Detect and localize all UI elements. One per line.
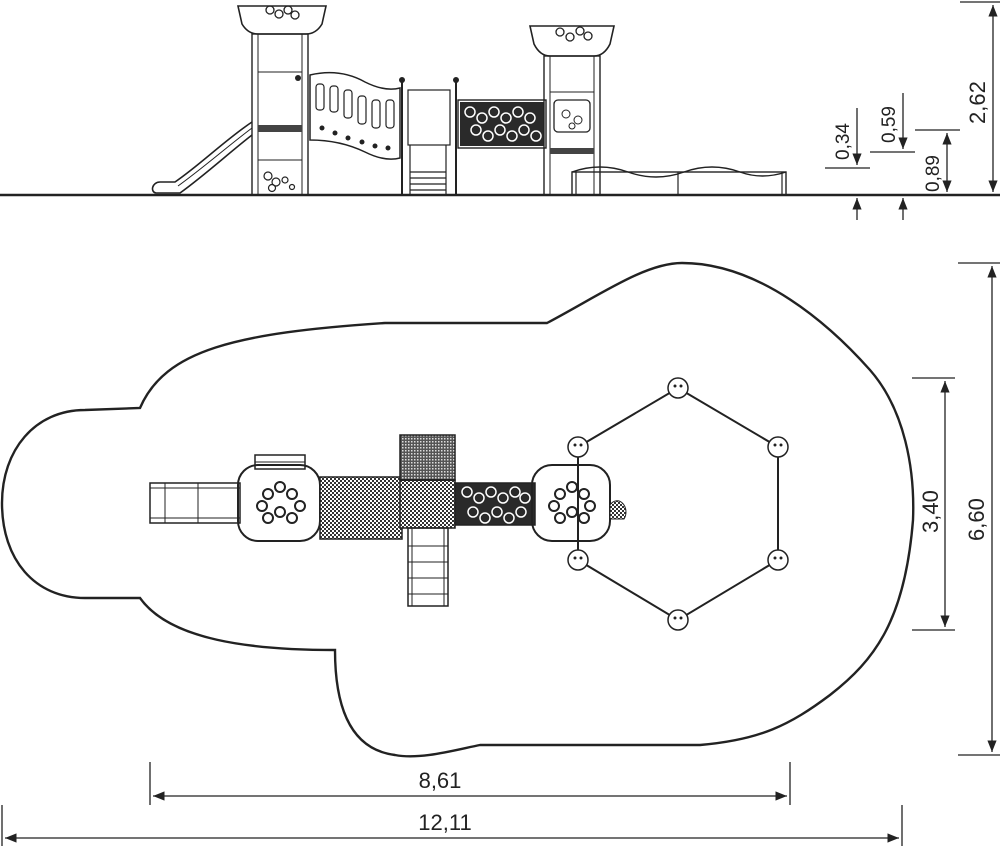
dimension-label-equipment-width: 3,40 [918,490,943,533]
plan-hexagon-frame [567,377,789,631]
hexagon-posts [567,377,789,631]
left-roof-logo [265,5,300,20]
plan-center-platform [399,434,456,529]
plan-right-tower [531,464,627,542]
height-label-mid: 0,59 [879,106,900,143]
elevation-view: 0,34 0,59 0,89 2,62 [0,1,1000,220]
plan-slide [149,482,241,524]
dimension-label-overall-width: 6,60 [964,498,989,541]
height-label-high: 0,89 [923,155,944,192]
left-tower-hex-logo [256,481,306,524]
left-panel-dots [263,171,296,193]
elevation-slide [151,121,253,194]
right-roof-logo [555,26,593,42]
plan-steps [407,527,449,607]
right-tower-hex-logo [548,481,596,524]
height-label-low: 0,34 [833,123,854,160]
dimension-label-overall-length: 12,11 [418,810,471,835]
info-panel [553,99,591,133]
plan-dimensions [1,262,1000,846]
plan-hex-bridge [454,482,536,526]
center-ladder [399,77,459,195]
plan-net-deck [319,476,403,540]
plan-left-tower [237,454,321,542]
elevation-dimensions [825,1,1000,220]
plan-view: 3,40 6,60 8,61 12,11 [0,261,1000,846]
sandpit-elevation [571,166,787,196]
left-tower [237,5,327,196]
bridge-panel [457,99,547,149]
climbing-wall [309,71,401,160]
safety-zone-outline [0,261,915,758]
height-label-total: 2,62 [965,81,990,124]
dimension-label-equipment-length: 8,61 [419,768,462,793]
